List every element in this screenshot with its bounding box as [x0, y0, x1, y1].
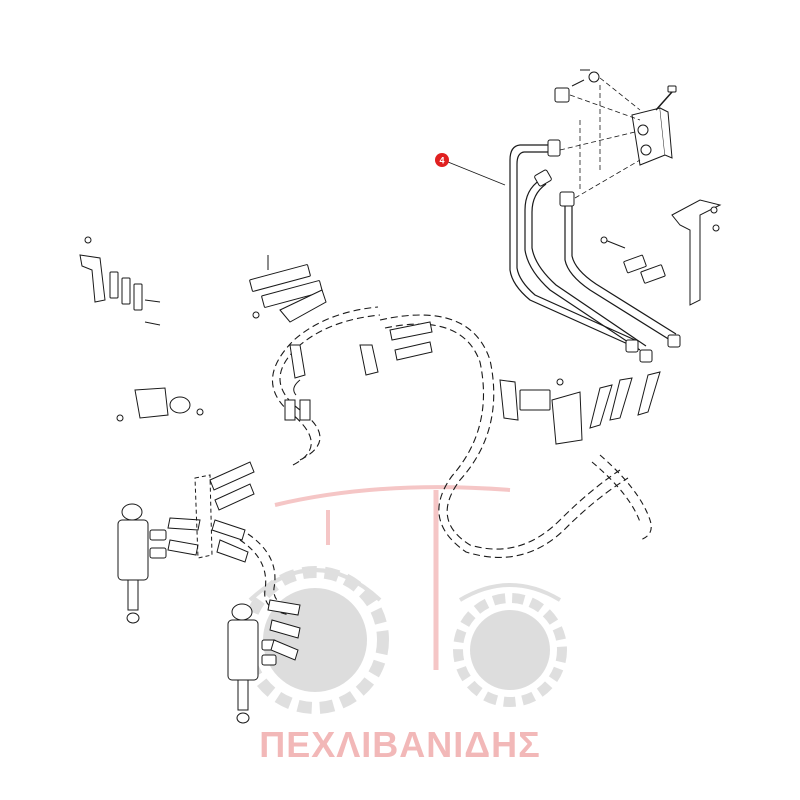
valve-fitting-parts — [554, 69, 600, 103]
watermark-text: ΠΕΧΛΙΒΑΝΙΔΗΣ — [259, 724, 541, 765]
hose-fittings-center — [209, 321, 433, 563]
cylinder-connectors — [167, 474, 301, 661]
pipe-fittings — [534, 139, 681, 363]
rigid-pipes — [509, 144, 677, 351]
callout-4: 4 — [435, 153, 506, 186]
watermark-logo — [241, 485, 567, 714]
bracket-mid-left — [116, 387, 204, 422]
clamp-mid — [499, 378, 583, 445]
bracket-top-left — [79, 236, 161, 326]
bracket-right — [671, 199, 722, 306]
clamp-top-center — [249, 255, 327, 323]
cylinder-left — [117, 503, 167, 624]
watermark-gear-right — [453, 593, 567, 707]
hose-fittings-right — [589, 371, 661, 429]
control-valve — [631, 85, 677, 166]
clamp-right — [600, 236, 666, 284]
valve-dashed-leaders — [559, 77, 641, 199]
callout-4-label: 4 — [439, 156, 444, 166]
